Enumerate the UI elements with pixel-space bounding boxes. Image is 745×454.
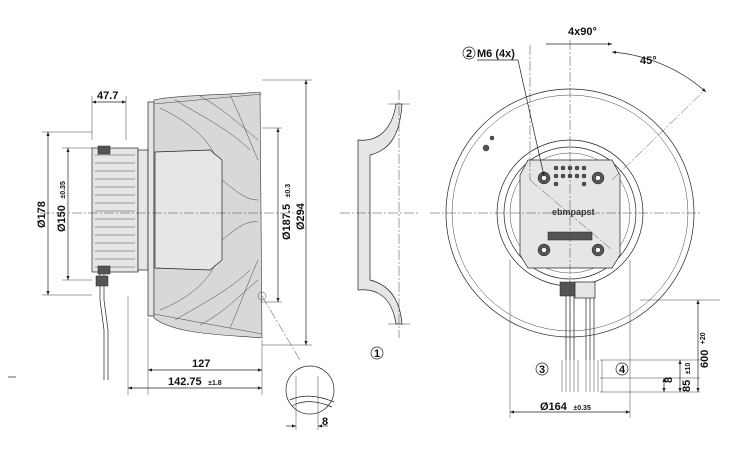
inlet-ring-view: 1 — [340, 90, 420, 360]
svg-text:Ø164 ±0.35: Ø164 ±0.35 — [540, 397, 591, 414]
dim-142-75: 142.75 — [168, 376, 202, 388]
dim-294: Ø294 — [295, 202, 307, 230]
dim-85-tol: ±10 — [685, 363, 692, 375]
dim-4x90: 4x90° — [568, 26, 597, 38]
svg-text:600 +20: 600 +20 — [695, 332, 712, 368]
dim-8-detail: 8 — [322, 416, 328, 428]
dim-150: Ø150 — [56, 205, 68, 232]
dim-178: Ø178 — [36, 201, 48, 228]
front-view: ebmpapst — [430, 26, 720, 418]
dim-150-tol: ±0.35 — [60, 181, 67, 199]
dim-164: Ø164 — [540, 401, 568, 413]
cable-wires — [561, 296, 603, 392]
dim-47-7: 47.7 — [97, 90, 118, 102]
callout-2: 2 — [466, 48, 472, 60]
cooling-fins — [95, 154, 135, 268]
dim-127: 127 — [192, 358, 210, 370]
callout-4: 4 — [619, 364, 626, 376]
dim-45: 45° — [640, 55, 657, 67]
dim-142-75-tol: ±1.8 — [208, 380, 222, 387]
detail-view: 8 — [285, 365, 335, 430]
dim-600: 600 — [699, 350, 711, 368]
dim-85: 85 — [681, 380, 693, 392]
thread-spec: M6 (4x) — [477, 48, 515, 60]
side-view: 47.7 Ø178 Ø150 ±0.35 Ø187.5 ±0.3 Ø294 1 — [8, 79, 312, 395]
dim-8-cable: 8 — [663, 377, 675, 383]
svg-text:Ø187.5 ±0.3: Ø187.5 ±0.3 — [277, 184, 294, 240]
brand-logo: ebmpapst — [552, 207, 595, 217]
svg-text:142.75 ±1.8: 142.75 ±1.8 — [168, 372, 222, 389]
svg-text:Ø150 ±0.35: Ø150 ±0.35 — [52, 181, 69, 232]
callout-3: 3 — [539, 364, 545, 376]
dim-600-tol: +20 — [700, 332, 707, 344]
dim-187-5-tol: ±0.3 — [285, 184, 292, 198]
callout-1: 1 — [374, 348, 380, 360]
svg-text:85 ±10: 85 ±10 — [677, 363, 694, 392]
dim-187-5: Ø187.5 — [281, 204, 293, 240]
dim-164-tol: ±0.35 — [573, 405, 591, 412]
